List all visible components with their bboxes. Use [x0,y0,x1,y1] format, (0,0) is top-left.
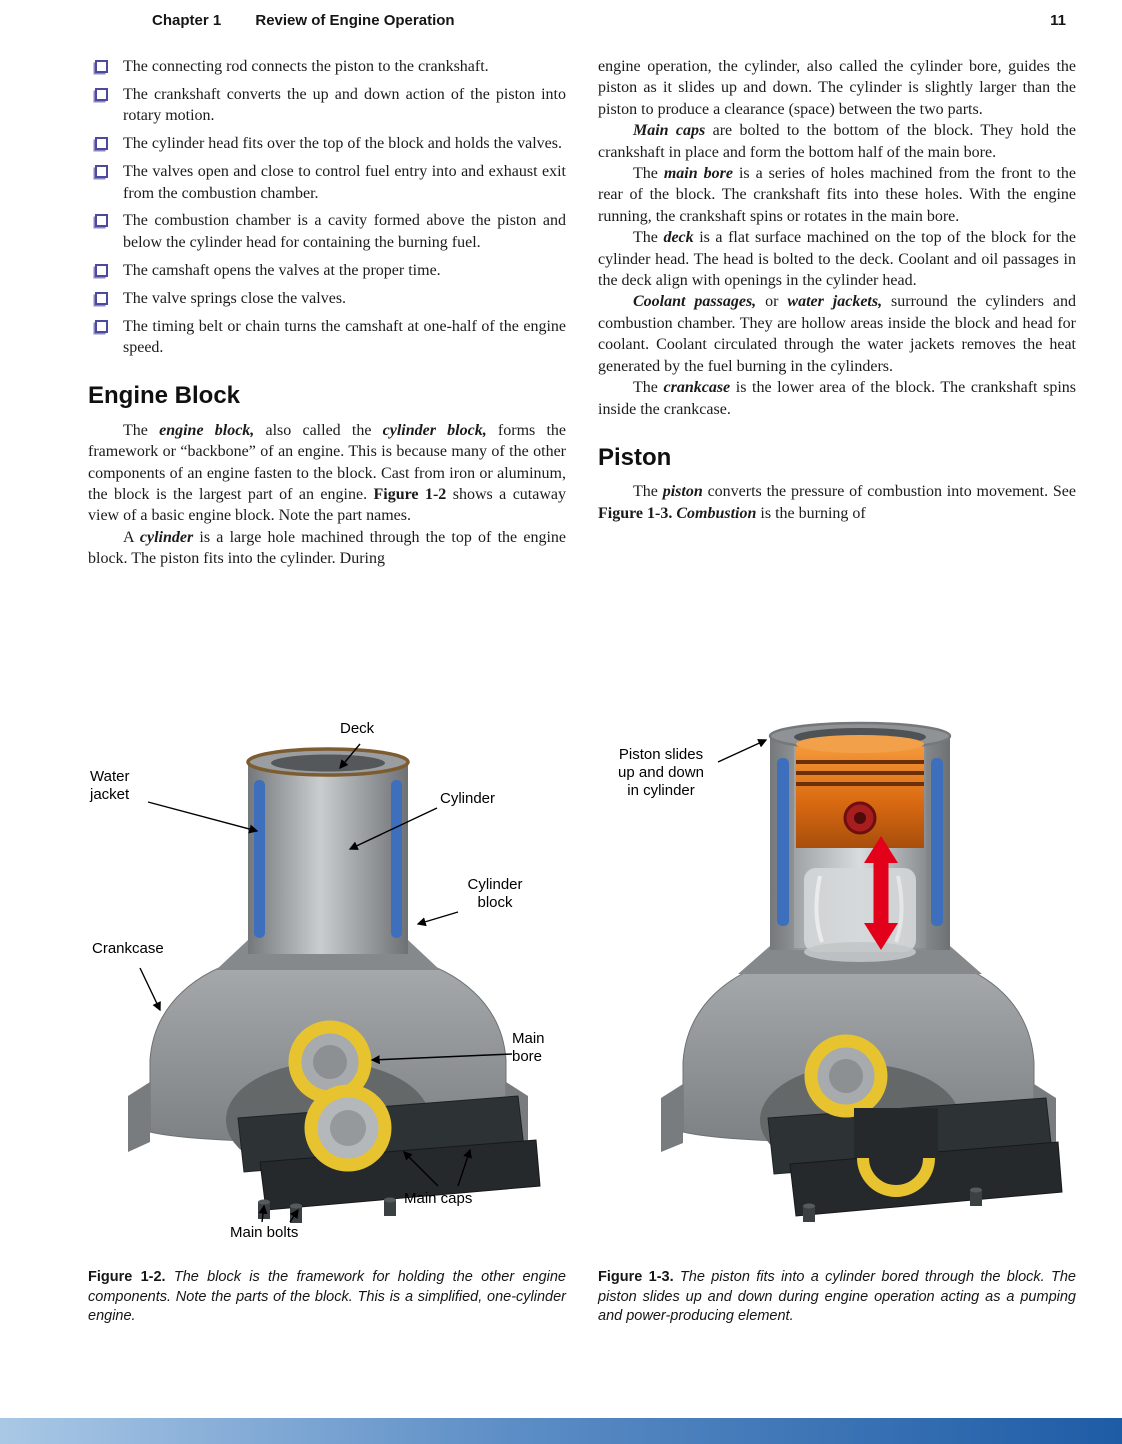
figure-1-3-caption: Figure 1-3. The piston fits into a cylin… [598,1269,1076,1324]
section-heading-piston: Piston [598,443,672,471]
piston-skirt [804,868,916,962]
left-column: The connecting rod connects the piston t… [88,56,566,570]
footer-bar [0,1418,1122,1444]
bullet-text: The valve springs close the valves. [123,289,347,307]
paragraph-engine-block-2: A cylinder is a large hole machined thro… [88,528,567,568]
main-bore-rings [288,1020,392,1172]
bullet-item: The timing belt or chain turns the camsh… [88,316,566,359]
label-cylinder: Cylinder [440,790,496,807]
label-main-caps: Main caps [404,1190,473,1207]
section-heading-engine-block: Engine Block [88,382,241,410]
bullet-item: The combustion chamber is a cavity forme… [88,210,566,253]
checkbox-icon [95,291,108,305]
label-main-bolts: Main bolts [230,1224,299,1241]
bullet-item: The valves open and close to control fue… [88,161,566,204]
bullet-item: The camshaft opens the valves at the pro… [88,260,566,281]
callout-arrows [139,743,513,1223]
main-bolts-shapes [803,1187,982,1222]
bullet-item: The cylinder head fits over the top of t… [88,133,566,154]
cylinder-bore-opening [271,754,385,772]
motion-arrow [864,836,898,950]
bullet-text: The cylinder head fits over the top of t… [123,135,562,153]
water-jacket-right [931,758,943,926]
paragraph-cylinder-cont: engine operation, the cylinder, also cal… [598,58,1076,118]
checkbox-icon [95,165,108,179]
paragraph-crankcase: The crankcase is the lower area of the b… [598,379,1076,418]
bullet-list: The connecting rod connects the piston t… [88,56,566,358]
water-jacket-right [391,780,402,938]
paragraph-engine-block-1: The engine block, also called the cylind… [88,421,567,525]
crankcase-flange-left [128,1082,150,1152]
bullet-item: The crankshaft converts the up and down … [88,84,566,127]
label-water-jacket: Water jacket [90,768,130,803]
label-piston-slides: Piston slides up and down in cylinder [618,746,704,799]
label-crankcase: Crankcase [92,940,164,957]
label-cylinder-block: Cylinder block [467,876,523,911]
checkbox-icon [95,319,108,333]
checkbox-icon [95,137,108,151]
paragraph-main-bore: The main bore is a series of holes machi… [598,165,1076,225]
running-head: Chapter 1 Review of Engine Operation [152,12,455,29]
cylinder-tube [216,747,440,970]
bullet-text: The connecting rod connects the piston t… [123,58,489,75]
water-jacket-left [777,758,789,926]
paragraph-deck: The deck is a flat surface machined on t… [598,229,1077,290]
page-number: 11 [1050,12,1066,29]
chapter-title: Review of Engine Operation [255,12,455,29]
cylinder-wall [248,762,408,954]
checkbox-icon [95,263,108,277]
figure-1-3: Piston slides up and down in cylinder [598,700,1076,1256]
figure-1-2: Deck Water jacket Cylinder Cylinder bloc… [88,700,566,1256]
checkbox-icon [95,214,108,228]
water-jacket-left [254,780,265,938]
bullet-item: The connecting rod connects the piston t… [88,56,566,77]
main-bore-rings [804,1034,938,1197]
right-column: engine operation, the cylinder, also cal… [598,56,1076,524]
cylinder-rim [768,721,952,753]
bullet-text: The camshaft opens the valves at the pro… [123,261,441,279]
label-deck: Deck [340,720,375,737]
paragraph-piston: The piston converts the pressure of comb… [598,483,1077,522]
page-header: Chapter 1 Review of Engine Operation 11 [152,12,1066,29]
piston-in-cylinder-illustration [661,721,1063,1222]
bullet-text: The crankshaft converts the up and down … [123,85,566,125]
bullet-item: The valve springs close the valves. [88,288,566,309]
piston-ring-groove [796,771,924,775]
bullet-text: The valves open and close to control fue… [123,163,566,202]
piston-crown [796,746,924,848]
chapter-label: Chapter 1 [152,12,222,29]
piston-ring-groove [796,782,924,786]
piston-ring-groove [796,760,924,764]
crankcase-flange-left [661,1084,683,1152]
bullet-text: The combustion chamber is a cavity forme… [123,212,566,251]
engine-block-cutaway-illustration [128,743,541,1223]
paragraph-coolant-passages: Coolant passages, or water jackets, surr… [598,293,1077,375]
paragraph-main-caps: Main caps are bolted to the bottom of th… [598,122,1076,161]
checkbox-icon [95,60,108,73]
checkbox-icon [95,87,108,101]
callout-arrows [717,739,768,763]
figure-1-2-caption: Figure 1-2. The block is the framework f… [88,1269,566,1324]
bullet-text: The timing belt or chain turns the camsh… [123,317,566,356]
label-main-bore: Main bore [512,1030,545,1065]
